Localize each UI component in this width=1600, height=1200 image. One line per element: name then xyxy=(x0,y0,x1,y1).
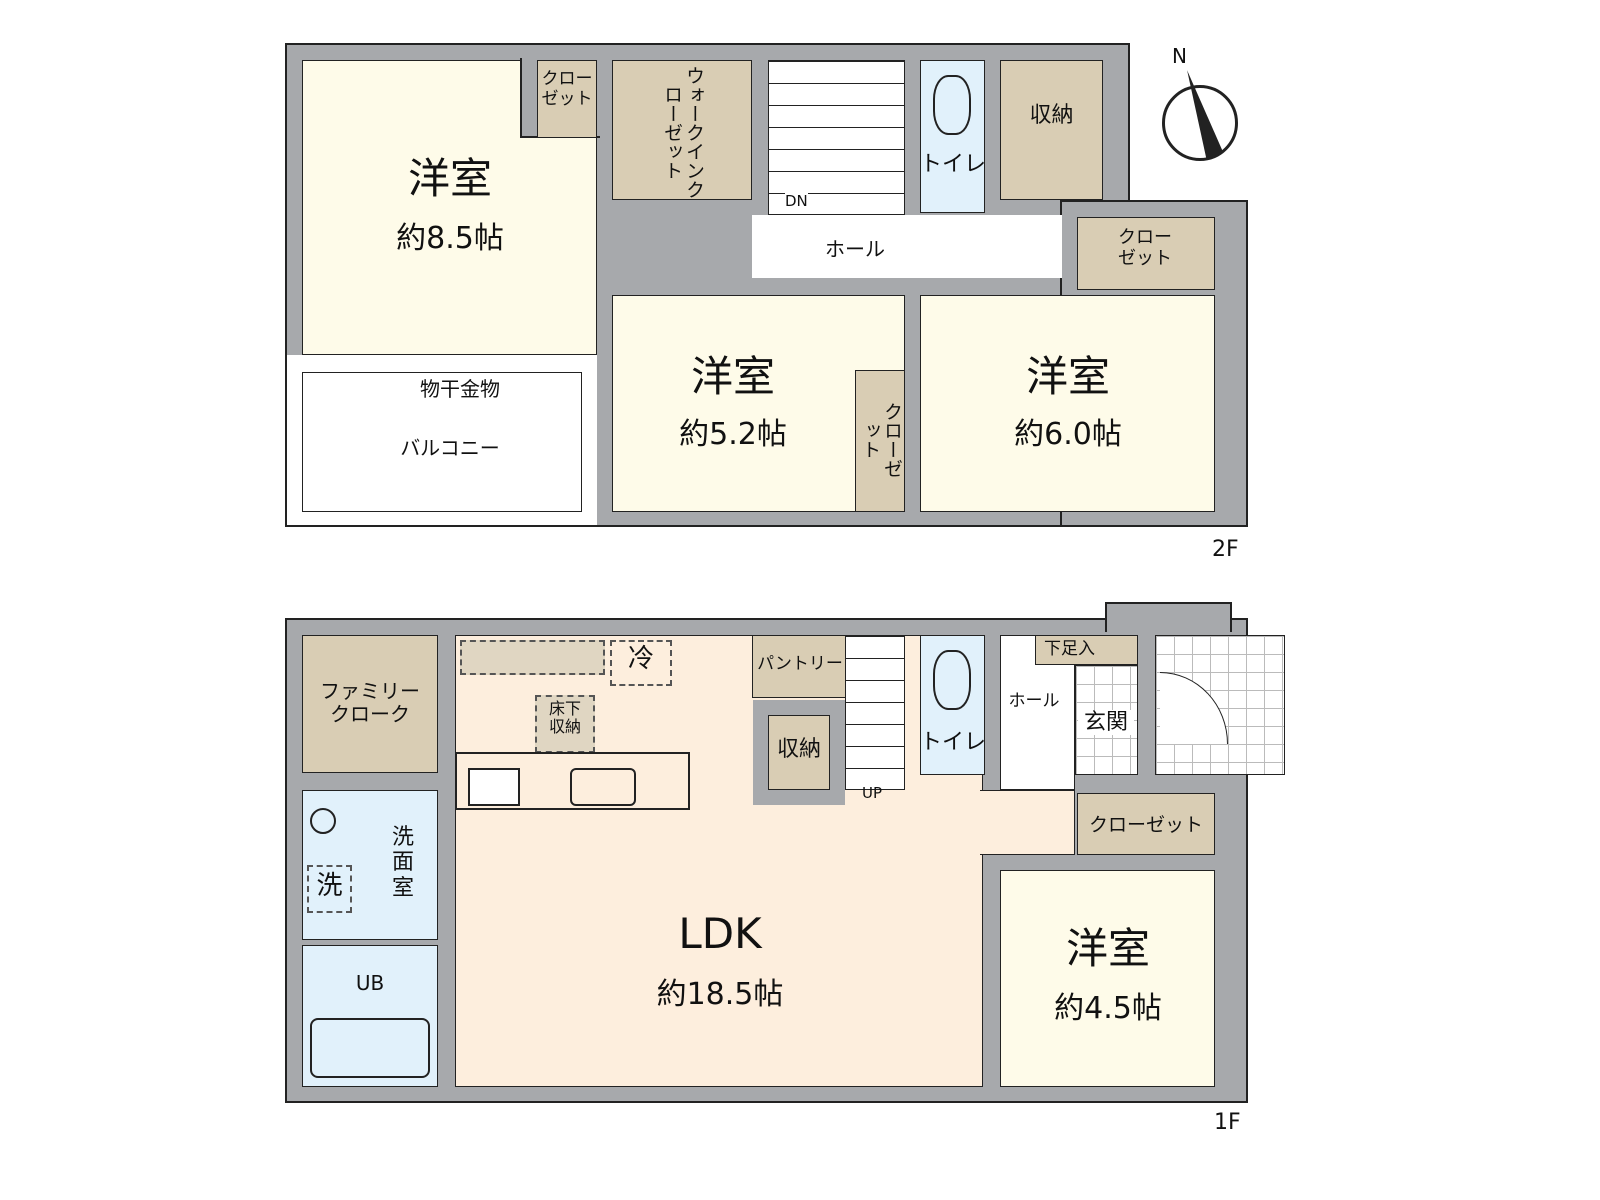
closet-1f-label: クローゼット xyxy=(1088,814,1203,836)
kitchen-upper-cabinet xyxy=(460,640,605,675)
stairs-1f xyxy=(845,635,905,790)
storage-2f-label: 収納 xyxy=(1029,103,1074,128)
compass-needle xyxy=(1178,67,1224,159)
wic-label: ウォークインクローゼット xyxy=(661,65,705,199)
underfloor-storage xyxy=(535,695,595,753)
washer-box xyxy=(307,865,352,913)
hall-2f xyxy=(752,215,1062,278)
unit-bath-label: UB xyxy=(355,971,385,995)
pantry xyxy=(752,635,852,698)
washer-label: 洗 xyxy=(316,871,343,901)
sink-icon xyxy=(310,808,336,834)
underfloor-storage-label: 床下収納 xyxy=(548,699,581,737)
balcony xyxy=(302,372,582,512)
western-room-6-0 xyxy=(920,295,1215,512)
stairs-2f xyxy=(768,60,905,215)
walk-in-closet xyxy=(612,60,752,200)
western-5-2-name: 洋室 xyxy=(690,352,775,401)
fridge-label: 冷 xyxy=(627,644,654,674)
storage-2f xyxy=(1000,60,1103,200)
closet-b xyxy=(1077,217,1215,290)
pantry-label: パントリー xyxy=(757,654,843,674)
floor2-label: 2F xyxy=(1212,537,1239,562)
family-cloak xyxy=(302,635,438,773)
ldk-size: 約18.5帖 xyxy=(656,977,784,1012)
floor1-label: 1F xyxy=(1214,1110,1241,1135)
hall-2f-label: ホール xyxy=(825,237,885,261)
closet-c-label: クローゼット xyxy=(859,402,903,478)
toilet-2f-label: トイレ xyxy=(920,152,987,177)
floor1-walls-top xyxy=(1105,602,1232,632)
family-cloak-label: ファミリークローク xyxy=(320,679,420,726)
toilet-icon xyxy=(933,75,971,135)
balcony-label: バルコニー xyxy=(400,436,500,460)
western-4-5-size: 約4.5帖 xyxy=(1054,991,1162,1026)
western-6-0-name: 洋室 xyxy=(1025,352,1110,401)
unit-bath xyxy=(302,945,438,1087)
stove-icon xyxy=(468,768,520,806)
kitchen-sink-icon xyxy=(570,768,636,806)
ldk-name: LDK xyxy=(678,909,762,958)
western-room-4-5 xyxy=(1000,870,1215,1087)
closet-a xyxy=(537,60,597,138)
bathtub-icon xyxy=(310,1018,430,1078)
western-5-2-size: 約5.2帖 xyxy=(679,417,787,452)
north-compass-icon xyxy=(1162,67,1238,161)
closet-1f xyxy=(1077,793,1215,855)
stairs-down-label: DN xyxy=(785,192,808,211)
western-6-0-size: 約6.0帖 xyxy=(1014,417,1122,452)
compass-n-label: N xyxy=(1172,44,1187,68)
hall-1f-label: ホール xyxy=(1008,691,1060,711)
toilet-1f-label: トイレ xyxy=(920,730,987,755)
western-4-5-name: 洋室 xyxy=(1065,924,1150,973)
closet-c xyxy=(855,370,905,512)
storage-1f xyxy=(753,700,845,805)
fridge-box xyxy=(610,640,672,686)
stairs-up-label: UP xyxy=(862,784,883,802)
storage-1f-label: 収納 xyxy=(776,737,821,762)
closet-a-label: クローゼット xyxy=(541,69,593,109)
toilet-icon xyxy=(933,650,971,710)
western-8-5-size: 約8.5帖 xyxy=(396,221,504,256)
washroom-label: 洗面室 xyxy=(391,825,414,901)
shoe-cabinet xyxy=(1035,635,1138,665)
drying-rack-label: 物干金物 xyxy=(420,377,500,401)
western-8-5-name: 洋室 xyxy=(407,154,492,203)
ldk-extension xyxy=(980,790,1075,855)
closet-b-label: クローゼット xyxy=(1118,227,1172,269)
shoe-cabinet-label: 下足入 xyxy=(1044,639,1095,659)
entrance-label: 玄関 xyxy=(1078,710,1134,736)
